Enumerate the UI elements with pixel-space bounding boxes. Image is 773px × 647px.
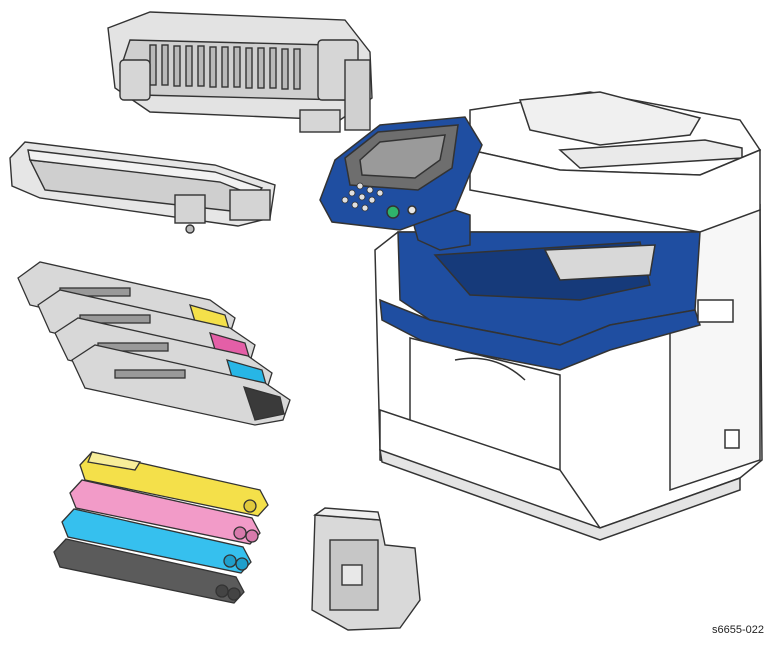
printer [320,92,762,540]
transfer-belt-unit [10,142,275,233]
start-button [387,206,399,218]
waste-cartridge [312,508,420,630]
imaging-units [18,262,290,425]
fuser-assembly [108,12,372,132]
toner-cartridges [54,452,268,603]
figure-id-label: s6655-022 [712,624,764,636]
